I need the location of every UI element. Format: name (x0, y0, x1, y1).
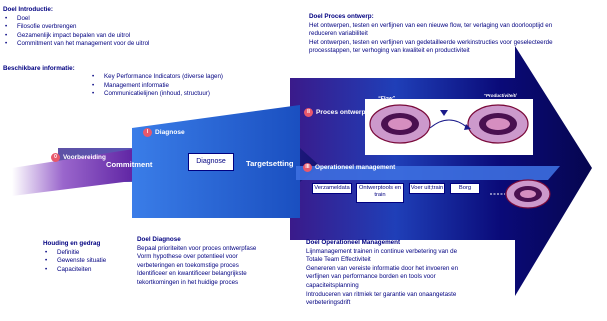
phase-label: Diagnose (155, 129, 185, 136)
ops-goal-line: Totale Team Effectiviteit (306, 256, 371, 264)
resources-title: Beschikbare informatie: (3, 65, 75, 72)
list-item: Commitment van het management voor de ui… (3, 40, 149, 49)
voorbereiding-shape (12, 148, 140, 196)
list-item: Management informatie (90, 82, 223, 91)
ops-step-box: Verzameldata (312, 183, 352, 194)
process-goal-line: reduceren variabiliteit (309, 30, 368, 38)
process-goal-line: Het ontwerpen, testen en verfijnen van e… (309, 21, 553, 29)
ops-goal-line: capaciteitsplanning (306, 281, 359, 289)
operational-stripe-shape (296, 166, 560, 180)
diagnose-goal-line: Identificeer en kwantificeer belangrijks… (137, 270, 247, 278)
diagnose-goal-line: verbeteringen en toekomstige proces (137, 261, 239, 269)
phase-proces-ontwerp: II Proces ontwerp (304, 108, 365, 117)
list-item: Key Performance Indicators (diverse lage… (90, 73, 223, 82)
milestone-targetsetting: Targetsetting (246, 159, 294, 168)
phase-voorbereiding: 0 Voorbereiding (51, 153, 106, 162)
ops-goal-title: Doel Operationeel Management (306, 239, 401, 246)
flow-label: “Flow” (378, 96, 396, 102)
process-goal-line: processtappen, ter verhoging van kwalite… (309, 47, 470, 55)
phase-number-badge: 0 (51, 153, 60, 162)
list-item: Definitie (43, 249, 106, 258)
process-goal-title: Doel Proces ontwerp: (309, 13, 374, 20)
ops-goal-line: verfijnen van performance borden en tool… (306, 273, 436, 281)
ops-goal-line: Genereren van vereiste informatie door h… (306, 264, 459, 272)
list-item: Filosofie overbrengen (3, 23, 149, 32)
list-item: Gewenste situatie (43, 257, 106, 266)
resources-list: Key Performance Indicators (diverse lage… (90, 73, 223, 99)
diagnose-goal-line: Vorm hypothese over potentieel voor (137, 253, 238, 261)
intro-title: Doel Introductie: (3, 6, 54, 13)
list-item: Communicatielijnen (inhoud, structuur) (90, 90, 223, 99)
ops-step-box: Ontwerptools en train (356, 183, 404, 203)
productivity-label: “Productiviteit/ Kwaliteit” (483, 93, 517, 104)
phase-label: Operationeel management (315, 164, 396, 171)
ops-goal-line: Introduceren van ritmiek ter garantie va… (306, 290, 457, 298)
ops-cycle-diagram (490, 179, 551, 209)
diagnose-goal-line: Bepaal prioriteiten voor proces ontwerpf… (137, 244, 257, 252)
flow-cycle-diagram (369, 104, 529, 144)
houding-list: Definitie Gewenste situatie Capaciteiten (43, 249, 106, 275)
list-item: Doel (3, 15, 149, 24)
phase-number-badge: I (143, 128, 152, 137)
intro-list: Doel Filosofie overbrengen Gezamenlijk i… (3, 15, 149, 49)
phase-diagnose: I Diagnose (143, 128, 185, 137)
diagnose-goal-title: Doel Diagnose (137, 236, 181, 243)
phase-operationeel: III Operationeel management (303, 163, 395, 172)
phase-number-badge: III (303, 163, 312, 172)
phase-label: Voorbereiding (63, 154, 106, 161)
houding-title: Houding en gedrag (43, 240, 101, 247)
diagnose-goal-line: tekortkomingen in het huidige proces (137, 278, 239, 286)
ops-step-box: Voer uit;train (409, 183, 445, 194)
list-item: Gezamenlijk impact bepalen van de uitrol (3, 32, 149, 41)
phase-number-badge: II (304, 108, 313, 117)
process-goal-line: Het ontwerpen, testen en verfijnen van g… (309, 38, 553, 46)
milestone-commitment: Commitment (106, 160, 153, 169)
ops-step-box: Borg (450, 183, 480, 194)
ops-goal-line: Lijnmanagement trainen in continue verbe… (306, 247, 458, 255)
phase-label: Proces ontwerp (316, 109, 366, 116)
ops-goal-line: verbeteringsdrift (306, 299, 351, 307)
milestone-diagnose: Diagnose (188, 153, 234, 171)
list-item: Capaciteiten (43, 266, 106, 275)
